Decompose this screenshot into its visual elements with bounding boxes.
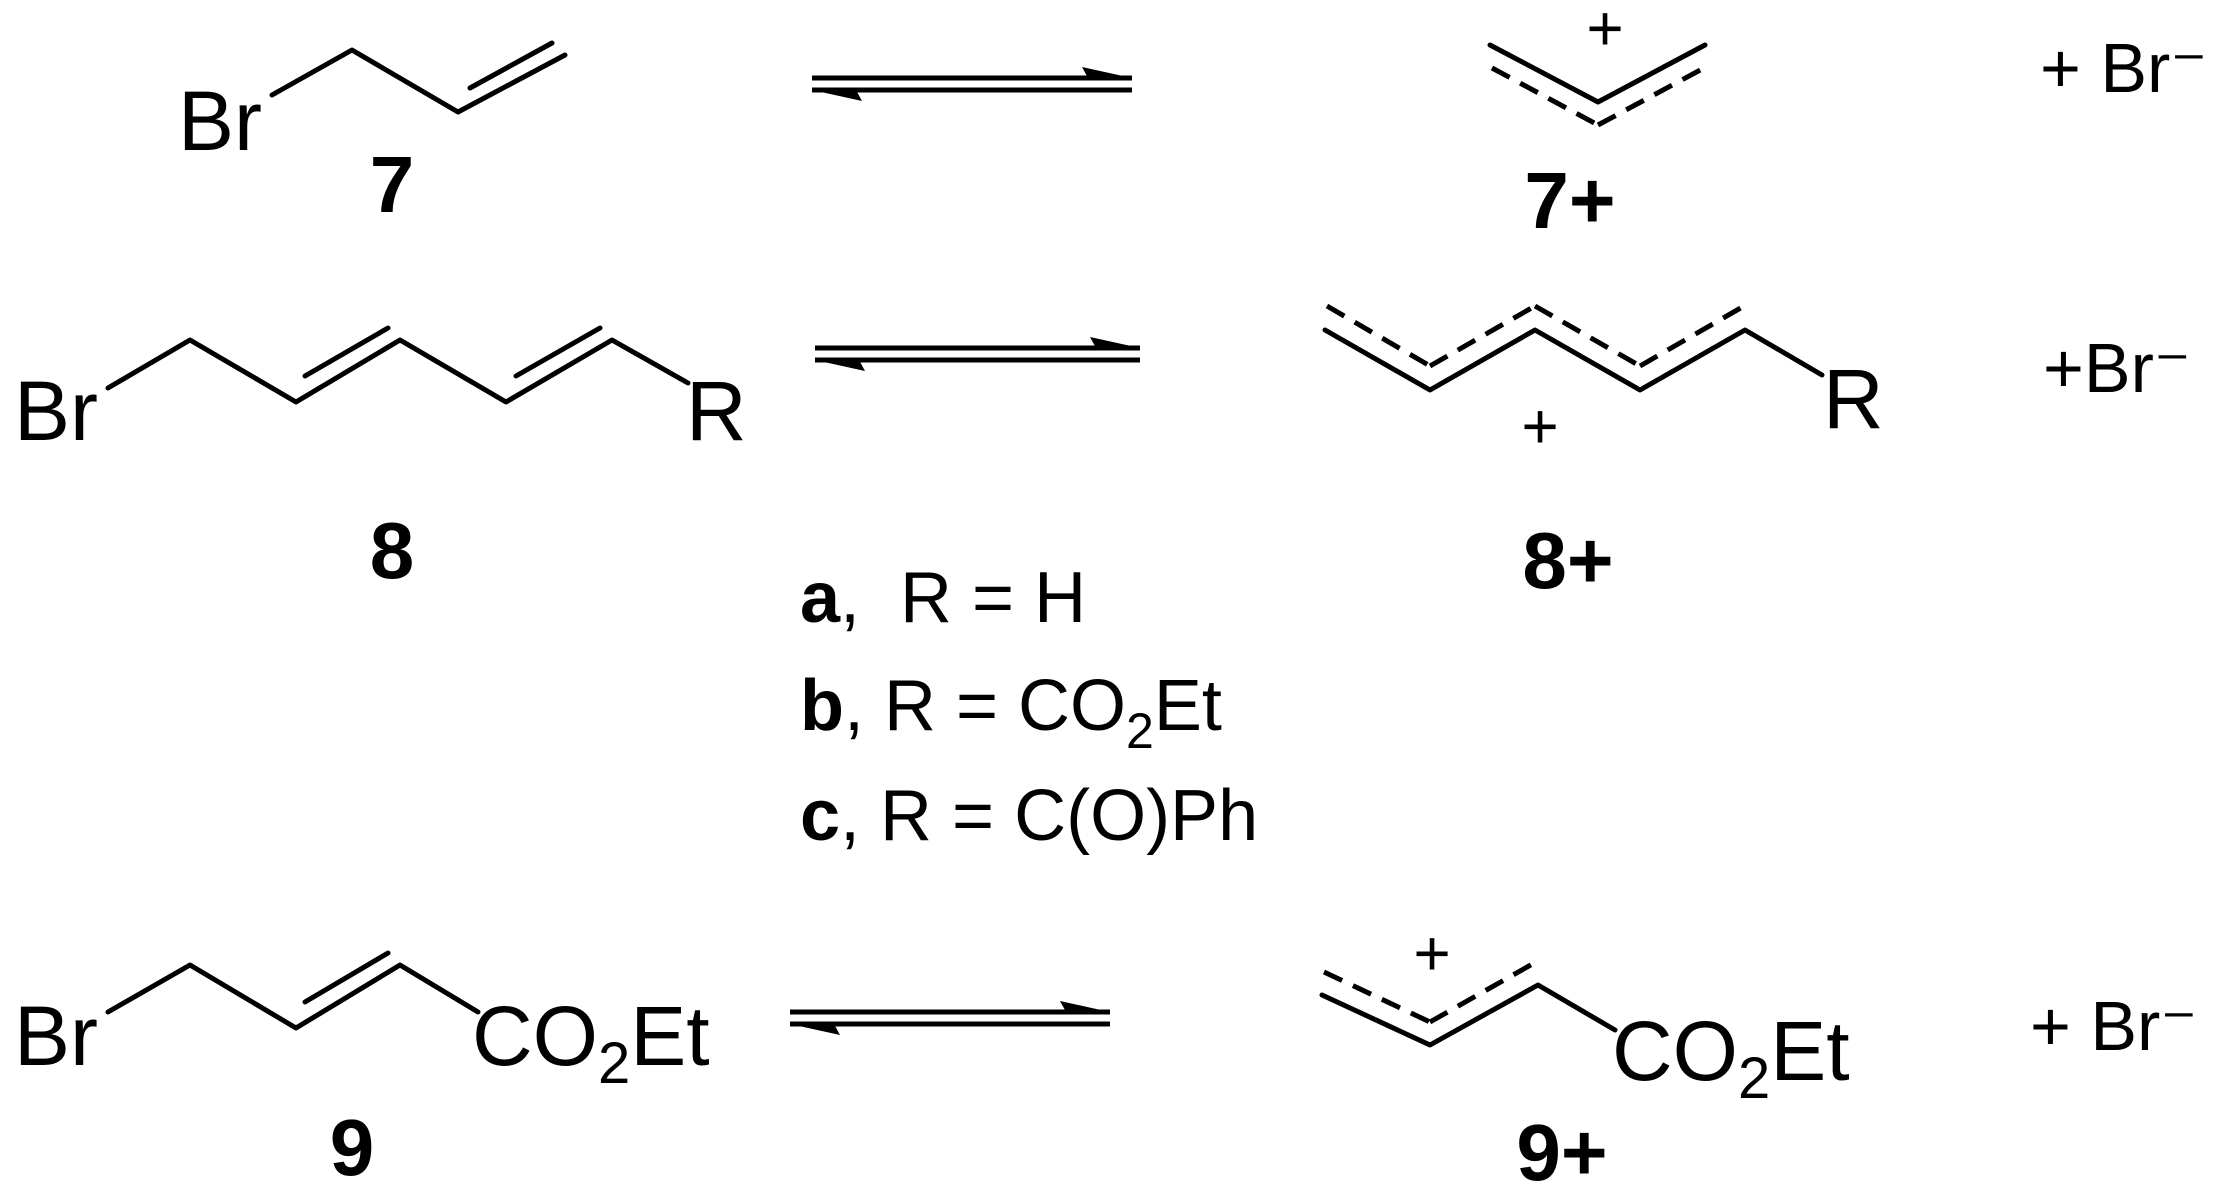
equilibrium-arrow-3 [790, 1001, 1110, 1035]
double-bond-inner [302, 950, 391, 1005]
double-bond-inner-1 [302, 325, 391, 379]
compound-label-9: 9 [330, 1103, 375, 1190]
ester-group: CO2Et [472, 989, 710, 1096]
r-group: R [686, 364, 747, 458]
compound-8-cation: + R 8+ +Br⁻ [1322, 303, 2191, 605]
delocalized-bond-4 [1638, 303, 1746, 369]
pentadienyl-bromide-skeleton [105, 337, 691, 405]
delocalized-bond-2 [1428, 303, 1537, 369]
bromine-atom: Br [178, 74, 262, 168]
delocalized-bond-left [1322, 969, 1432, 1025]
bromine-atom: Br [14, 989, 98, 1083]
legend-item-c: c, R = C(O)Ph [800, 776, 1258, 856]
positive-charge: + [1586, 0, 1623, 64]
compound-label-7-cation: 7+ [1524, 156, 1615, 245]
compound-9-cation: + CO2Et 9+ + Br⁻ [1319, 917, 2197, 1190]
r-group: R [1823, 352, 1884, 446]
delocalized-bond-left [1490, 65, 1600, 128]
compound-7-cation: + 7+ + Br⁻ [1487, 0, 2207, 245]
positive-charge: + [1413, 917, 1450, 989]
double-bond-inner-2 [513, 325, 603, 379]
ester-group: CO2Et [1612, 1004, 1850, 1111]
equilibrium-arrow-1 [812, 67, 1132, 101]
compound-9: Br CO2Et 9 [14, 950, 710, 1190]
legend-item-b: b, R = CO2Et [800, 666, 1222, 759]
compound-label-9-cation: 9+ [1516, 1108, 1607, 1190]
compound-label-8-cation: 8+ [1522, 516, 1613, 605]
bromide-ion-2: +Br⁻ [2043, 329, 2191, 407]
substituent-legend: a, R = H b, R = CO2Et c, R = C(O)Ph [800, 558, 1258, 856]
pentadienyl-cation-skeleton [1322, 327, 1825, 393]
delocalized-bond-right [1596, 65, 1706, 128]
bromide-ion-1: + Br⁻ [2040, 29, 2207, 107]
delocalized-bond-right [1428, 959, 1538, 1025]
delocalized-bond-3 [1533, 303, 1642, 369]
positive-charge: + [1521, 390, 1558, 462]
allyl-cation-skeleton [1487, 42, 1708, 105]
bromide-ion-3: + Br⁻ [2030, 987, 2197, 1065]
allyl-bromide-skeleton [269, 47, 568, 115]
equilibrium-arrow-2 [815, 337, 1140, 371]
bromocrotonate-skeleton [105, 962, 481, 1031]
bromine-atom: Br [14, 364, 98, 458]
compound-8: Br R 8 [14, 325, 747, 595]
delocalized-bond-1 [1325, 303, 1432, 369]
compound-label-8: 8 [370, 506, 415, 595]
legend-item-a: a, R = H [800, 558, 1086, 638]
double-bond-inner [467, 40, 555, 91]
compound-7: Br 7 [178, 40, 568, 229]
compound-label-7: 7 [370, 140, 415, 229]
crotyl-cation-skeleton [1319, 982, 1618, 1048]
